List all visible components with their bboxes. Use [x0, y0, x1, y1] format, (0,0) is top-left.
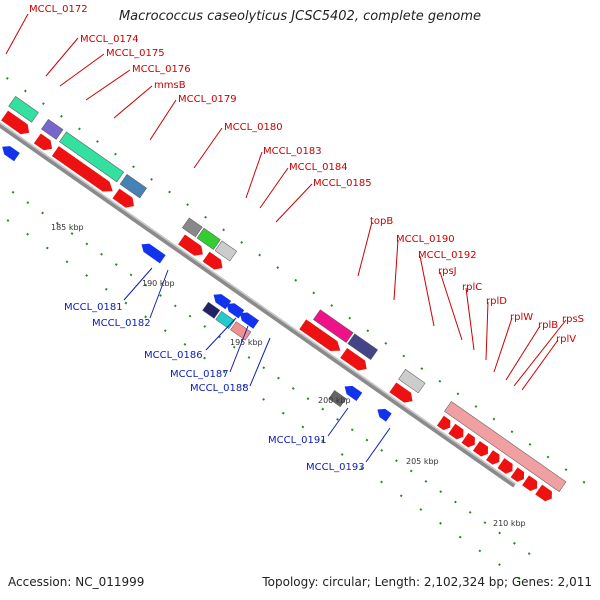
cds-arrow[interactable] — [535, 484, 555, 504]
feature-bar[interactable] — [8, 95, 39, 123]
cds-arrow[interactable] — [51, 146, 116, 196]
cds-arrow[interactable] — [224, 300, 245, 319]
map-title: Macrococcus caseolyticus JCSC5402, compl… — [118, 9, 482, 24]
gene-label[interactable]: MCCL_0172 — [29, 4, 88, 15]
scale-label: 210 kbp — [493, 519, 526, 528]
gene-label[interactable]: MCCL_0183 — [263, 146, 322, 157]
cds-arrow[interactable] — [211, 291, 232, 310]
gene-label[interactable]: MCCL_0184 — [289, 162, 348, 173]
cds-arrow[interactable] — [178, 234, 206, 259]
cds-arrow[interactable] — [1, 110, 32, 138]
feature-bar[interactable] — [328, 390, 347, 408]
scale-ring-inner — [0, 87, 538, 560]
feature-bar[interactable] — [181, 217, 203, 238]
gene-label[interactable]: rplD — [486, 296, 507, 307]
feature-bar[interactable] — [41, 118, 64, 140]
reverse-cds-track — [0, 143, 392, 422]
scale-ring-outer — [0, 13, 589, 486]
cds-arrow[interactable] — [139, 240, 166, 264]
gene-label[interactable]: MCCL_0175 — [106, 48, 165, 59]
feature-bar[interactable] — [230, 321, 252, 341]
gene-label[interactable]: MCCL_0190 — [396, 234, 455, 245]
scale-labels: 185 kbp 190 kbp 195 kbp 200 kbp 205 kbp … — [51, 223, 526, 528]
forward-feature-track — [8, 95, 567, 492]
gene-label[interactable]: topB — [370, 216, 393, 227]
cds-arrow[interactable] — [299, 319, 344, 355]
cds-arrow[interactable] — [522, 475, 540, 493]
gene-label[interactable]: rpsJ — [438, 266, 457, 277]
feature-bar[interactable] — [202, 301, 221, 319]
gene-label[interactable]: MCCL_0182 — [92, 318, 151, 329]
gene-label[interactable]: MCCL_0180 — [224, 122, 283, 133]
cds-arrow[interactable] — [461, 432, 478, 450]
cds-arrow[interactable] — [497, 458, 516, 476]
forward-cds-track — [1, 110, 555, 504]
gene-label[interactable]: mmsB — [154, 80, 186, 91]
cds-arrow[interactable] — [112, 188, 138, 211]
gene-label[interactable]: MCCL_0185 — [313, 178, 372, 189]
scale-label: 205 kbp — [406, 457, 439, 466]
gene-label[interactable]: MCCL_0191 — [268, 435, 327, 446]
scale-label: 200 kbp — [318, 396, 351, 405]
gene-label[interactable]: MCCL_0174 — [80, 34, 139, 45]
gene-label[interactable]: MCCL_0187 — [170, 369, 229, 380]
feature-bar[interactable] — [214, 240, 238, 262]
gene-label[interactable]: rpsS — [562, 314, 584, 325]
genome-backbone — [0, 47, 517, 488]
scale-label: 185 kbp — [51, 223, 84, 232]
gene-label[interactable]: MCCL_0179 — [178, 94, 237, 105]
forward-gene-labels: MCCL_0172 MCCL_0174 MCCL_0175 MCCL_0176 … — [29, 4, 584, 345]
feature-bar[interactable] — [119, 174, 147, 199]
cds-arrow[interactable] — [340, 348, 370, 374]
genome-summary-text: Topology: circular; Length: 2,102,324 bp… — [262, 575, 592, 589]
cds-arrow[interactable] — [374, 405, 392, 422]
genome-backbone-highlight — [0, 47, 517, 485]
gene-label[interactable]: rplW — [510, 312, 533, 323]
cds-arrow[interactable] — [510, 467, 528, 484]
scale-label: 190 kbp — [142, 279, 175, 288]
feature-bar[interactable] — [444, 401, 567, 492]
gene-label[interactable]: MCCL_0192 — [418, 250, 477, 261]
forward-label-connectors — [5, 13, 567, 391]
cds-arrow[interactable] — [0, 143, 20, 162]
cds-arrow[interactable] — [33, 133, 56, 154]
cds-arrow[interactable] — [436, 415, 454, 433]
gene-label[interactable]: rplB — [538, 320, 558, 331]
gene-label[interactable]: rplC — [462, 282, 482, 293]
gene-label[interactable]: MCCL_0193 — [306, 462, 365, 473]
scale-label: 195 kbp — [230, 338, 263, 347]
feature-bar[interactable] — [196, 227, 221, 250]
gene-label[interactable]: MCCL_0181 — [64, 302, 123, 313]
feature-bar[interactable] — [215, 310, 235, 330]
gene-label[interactable]: rplV — [556, 334, 576, 345]
cds-arrow[interactable] — [202, 251, 226, 273]
accession-text: Accession: NC_011999 — [8, 575, 145, 589]
gene-label[interactable]: MCCL_0188 — [190, 383, 249, 394]
reverse-gene-labels: MCCL_0181 MCCL_0182 MCCL_0186 MCCL_0187 … — [64, 302, 365, 473]
gene-label[interactable]: MCCL_0176 — [132, 64, 191, 75]
cds-arrow[interactable] — [237, 309, 259, 329]
cds-arrow[interactable] — [342, 382, 363, 401]
cds-arrow[interactable] — [389, 382, 416, 406]
feature-bar[interactable] — [59, 131, 125, 183]
feature-bar[interactable] — [347, 333, 378, 361]
feature-bar[interactable] — [398, 369, 426, 394]
scale-ring-inner-2 — [0, 108, 523, 581]
cds-arrow[interactable] — [448, 423, 466, 442]
cds-arrow[interactable] — [486, 450, 503, 467]
reverse-label-connectors — [123, 267, 391, 463]
gene-label[interactable]: MCCL_0186 — [144, 350, 203, 361]
cds-arrow[interactable] — [472, 440, 491, 459]
feature-bar[interactable] — [313, 309, 354, 343]
